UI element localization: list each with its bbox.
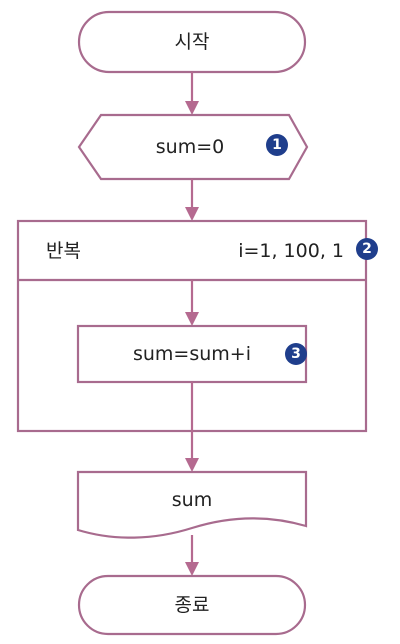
loop-body-label: sum=sum+i [133,343,251,365]
init-step: sum=0 1 [77,113,309,181]
loop-params: i=1, 100, 1 [238,240,344,262]
loop-block: 반복 i=1, 100, 1 2 sum=sum+i 3 [16,219,378,433]
loop-step-number-badge [356,238,378,260]
init-badge-label: 1 [272,137,282,153]
output-step: sum [76,470,308,539]
start-label: 시작 [175,31,210,53]
end-label: 종료 [175,594,210,616]
start-terminal: 시작 [77,10,307,74]
init-label: sum=0 [156,136,224,158]
arrow-start-to-init [185,72,199,115]
arrow-loop-header-to-body [185,280,199,326]
init-hexagon-shape [77,113,309,181]
loop-badge-label: 2 [362,241,372,257]
init-step-number-badge [266,134,288,156]
end-terminal: 종료 [77,574,307,636]
output-document-shape [76,470,308,539]
output-label: sum [172,489,212,511]
arrow-loop-to-output [185,431,199,472]
loop-body-step: sum=sum+i 3 [76,324,308,384]
loop-body-badge-label: 3 [291,346,301,362]
arrow-output-to-end [185,535,199,576]
loop-body-step-number-badge [285,343,307,365]
loop-label: 반복 [46,240,81,262]
end-terminal-shape [77,574,307,636]
arrow-init-to-loop [185,179,199,221]
